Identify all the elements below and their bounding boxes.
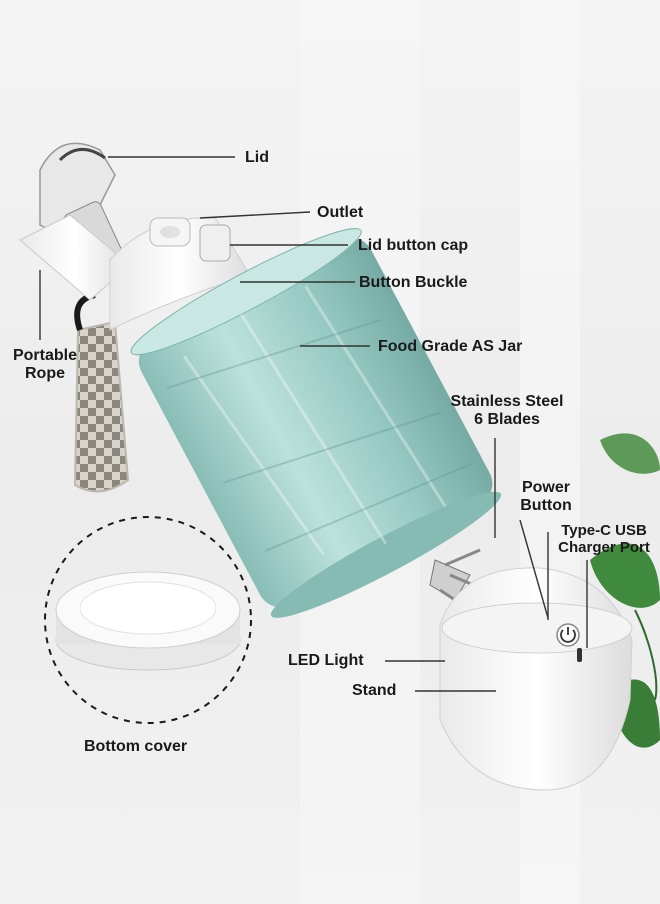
usb-port xyxy=(577,648,582,662)
label-power-button: Power Button xyxy=(506,479,586,516)
power-button-line2: Button xyxy=(520,497,572,515)
power-button-line1: Power xyxy=(521,479,570,496)
label-typec-port: Type-C USB Charger Port xyxy=(548,522,660,557)
typec-line1: Type-C USB xyxy=(561,522,647,539)
blades-line1: Stainless Steel xyxy=(450,393,564,410)
strap-pattern xyxy=(73,292,130,493)
stand-part xyxy=(439,567,633,791)
label-bottom-cover: Bottom cover xyxy=(84,738,188,755)
lid-part xyxy=(19,142,251,331)
bottom-cover-art xyxy=(44,516,252,724)
power-icon[interactable] xyxy=(556,623,580,647)
label-portable-rope: Portable Rope xyxy=(6,347,84,384)
label-stand: Stand xyxy=(352,682,397,699)
label-outlet: Outlet xyxy=(317,204,364,221)
portable-rope-line1: Portable xyxy=(12,347,77,364)
label-food-grade-jar: Food Grade AS Jar xyxy=(378,338,523,355)
label-button-buckle: Button Buckle xyxy=(359,274,468,291)
leader-lines xyxy=(39,156,588,692)
blades-line2: 6 Blades xyxy=(474,411,540,429)
label-led-light: LED Light xyxy=(288,652,364,669)
label-blades: Stainless Steel 6 Blades xyxy=(432,393,582,430)
typec-line2: Charger Port xyxy=(558,539,650,557)
label-lid: Lid xyxy=(245,149,269,166)
label-lid-button-cap: Lid button cap xyxy=(358,237,469,254)
leaf-icon xyxy=(590,433,660,748)
portable-rope-line2: Rope xyxy=(25,365,65,383)
jar-part xyxy=(130,228,502,618)
